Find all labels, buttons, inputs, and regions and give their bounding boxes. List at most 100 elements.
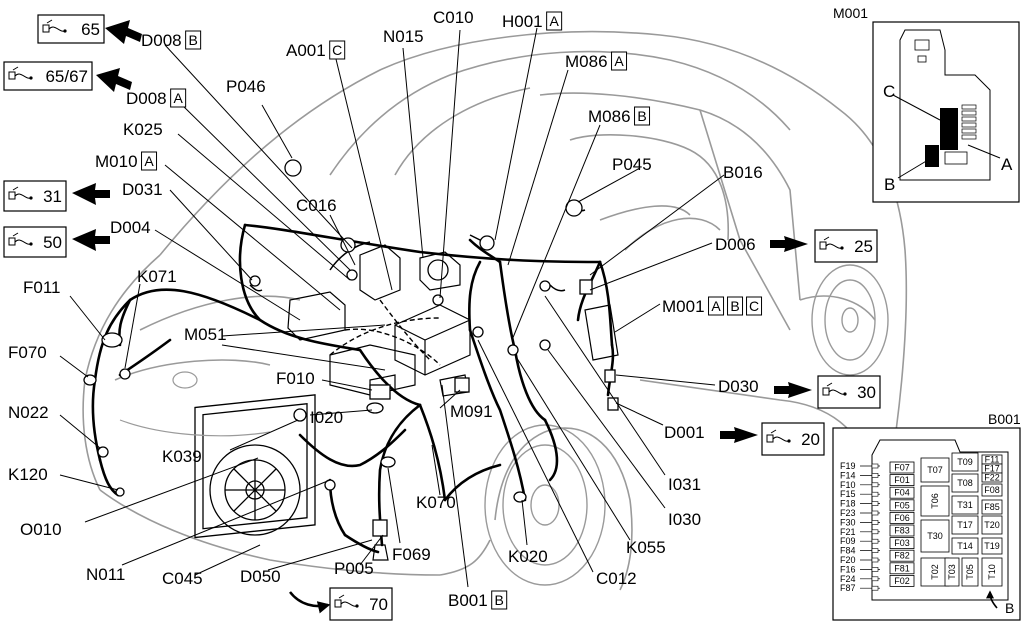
- component-label: K020: [508, 547, 548, 566]
- b001-relay: F22: [984, 473, 1000, 483]
- component-code: K120: [8, 465, 48, 484]
- component-code: D008: [126, 89, 167, 108]
- component-code: N022: [8, 403, 49, 422]
- reference-box: 20: [761, 422, 825, 456]
- label-letter-box: B: [730, 298, 739, 314]
- b001-relay: T19: [984, 541, 1000, 551]
- reference-number: 30: [857, 383, 876, 402]
- reference-number: 70: [369, 595, 388, 614]
- component-label: M086 B: [588, 106, 651, 126]
- component-code: F011: [23, 278, 61, 297]
- b001-fuse: F07: [894, 463, 910, 473]
- component-label: K120: [8, 465, 48, 484]
- component-label: F011: [23, 278, 61, 297]
- connector-icon: [8, 232, 33, 246]
- b001-fuse: F02: [894, 576, 910, 586]
- arrows: [72, 20, 812, 443]
- connector-icon: [8, 186, 33, 200]
- component-code: A001: [286, 41, 326, 60]
- component-code: C016: [296, 196, 337, 215]
- reference-number: 20: [801, 430, 820, 449]
- component-label: K055: [626, 538, 666, 557]
- component-label: I020: [310, 408, 343, 427]
- car-outline: [82, 30, 908, 591]
- component-code: K025: [123, 120, 163, 139]
- connector-icon: [822, 382, 847, 396]
- b001-pin-label: F14: [840, 470, 856, 480]
- component-code: H001: [502, 12, 543, 31]
- component-label: D030: [718, 377, 759, 396]
- leader-lines: [59, 27, 725, 588]
- b001-pin-label: F21: [840, 527, 856, 537]
- component-code: P046: [226, 77, 266, 96]
- b001-relay: T31: [957, 500, 973, 510]
- component-code: N011: [86, 565, 125, 584]
- b001-pin-label: F10: [840, 480, 856, 490]
- b001-relay: F08: [984, 485, 1000, 495]
- b001-fuse: F01: [894, 475, 910, 485]
- component-code: M001: [662, 297, 705, 316]
- front-wheel: [484, 424, 606, 586]
- b001-fuse: F81: [894, 563, 910, 573]
- b001-pin-label: F23: [840, 508, 856, 518]
- m001-label-c: C: [883, 82, 895, 101]
- connector-icon: [766, 429, 791, 443]
- reference-number: 25: [854, 237, 873, 256]
- component-code: I020: [310, 408, 343, 427]
- component-label: D008 A: [126, 88, 187, 108]
- component-label: F070: [8, 343, 47, 362]
- label-letter-box: A: [173, 90, 183, 106]
- component-label: D050: [240, 567, 281, 586]
- component-label: B016: [723, 163, 763, 182]
- label-letter-box: B: [495, 592, 504, 608]
- b001-relay: T17: [957, 520, 973, 530]
- connector-icon: [819, 236, 844, 250]
- b001-relay: T02: [930, 564, 940, 580]
- m001-panel: M001 C A B: [833, 5, 1020, 203]
- component-code: D004: [110, 218, 151, 237]
- component-code: C012: [596, 569, 637, 588]
- component-code: F010: [276, 369, 315, 388]
- component-label: N022: [8, 403, 49, 422]
- b001-relay: T14: [957, 541, 973, 551]
- curved-arrow-70: [289, 591, 331, 614]
- component-code: I030: [668, 510, 701, 529]
- reference-number: 50: [43, 233, 62, 252]
- component-code: K020: [508, 547, 548, 566]
- component-code: K070: [416, 493, 456, 512]
- b001-fuse: F83: [894, 526, 910, 536]
- rear-wheel: [811, 264, 889, 376]
- b001-pin-label: F24: [840, 574, 856, 584]
- b001-pin-label: F87: [840, 583, 856, 593]
- component-label: C045: [162, 569, 203, 588]
- b001-relay: T08: [957, 478, 973, 488]
- reference-number: 31: [43, 187, 62, 206]
- b001-relay: T05: [965, 564, 975, 580]
- component-code: M086: [588, 107, 631, 126]
- component-label: O010: [20, 520, 62, 539]
- component-code: B001: [448, 591, 488, 610]
- component-label: M051: [184, 325, 227, 344]
- component-label: H001 A: [502, 11, 563, 31]
- b001-relay: T03: [947, 564, 957, 580]
- component-label: K070: [416, 493, 456, 512]
- label-letter-box: B: [637, 108, 646, 124]
- reference-box: 65: [37, 14, 105, 44]
- b001-relay: F17: [984, 464, 1000, 474]
- b001-panel-title: B001: [988, 411, 1021, 427]
- b001-pin-label: F19: [840, 461, 856, 471]
- component-label: C010: [433, 8, 474, 27]
- component-code: C010: [433, 8, 474, 27]
- b001-relay: T07: [927, 465, 943, 475]
- component-label: P046: [226, 77, 266, 96]
- label-letter-box: A: [711, 298, 721, 314]
- label-letter-box: A: [549, 13, 559, 29]
- component-code: C045: [162, 569, 203, 588]
- b001-panel: B001 F19F14F10F15F18F23F30F21F09F84F20F1…: [832, 411, 1021, 621]
- b001-fuse: F06: [894, 513, 910, 523]
- m001-label-b: B: [884, 175, 895, 194]
